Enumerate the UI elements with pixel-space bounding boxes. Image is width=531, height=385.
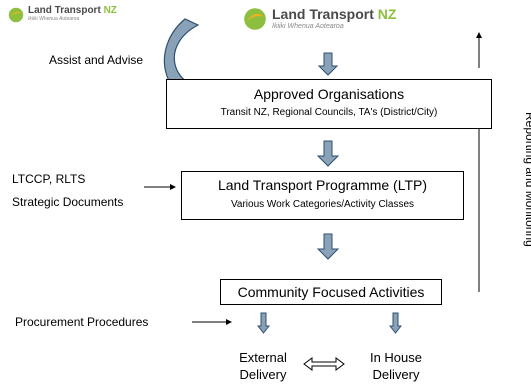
small-logo-tagline: Ikiiki Whenua Aotearoa [28,16,80,22]
approved-organisations-title: Approved Organisations [253,86,405,102]
strategic-documents-label: Strategic Documents [12,195,124,209]
inhouse-delivery-line1: In House [369,350,423,365]
delivery-double-arrow [303,357,345,371]
procurement-label: Procurement Procedures [15,315,149,329]
reporting-monitoring-label: Reporting and Monitoring [523,112,531,247]
external-delivery-line1: External [239,350,287,365]
community-activities-box: Community Focused Activities [220,279,442,305]
main-logo-brand: Land Transport [272,6,374,22]
ltp-box: Land Transport Programme (LTP) Various W… [181,171,464,220]
external-delivery-line2: Delivery [239,367,287,382]
community-activities-title: Community Focused Activities [237,284,425,300]
assist-label: Assist and Advise [49,53,144,67]
small-logo: Land Transport NZ Ikiiki Whenua Aotearoa [8,6,117,23]
down-arrow-logo-to-approved [317,52,339,76]
small-logo-brand: Land Transport [28,5,101,16]
ltp-title: Land Transport Programme (LTP) [217,177,428,193]
external-delivery-label: External Delivery [233,349,293,383]
down-arrow-ltp-to-community [316,233,340,260]
ltp-subtitle: Various Work Categories/Activity Classes [230,199,415,210]
approved-organisations-subtitle: Transit NZ, Regional Councils, TA's (Dis… [220,107,438,118]
inhouse-delivery-label: In House Delivery [365,349,427,383]
land-transport-logo-icon [244,8,266,30]
ltccp-label: LTCCP, RLTS [12,172,86,186]
main-logo: Land Transport NZ Ikiiki Whenua Aotearoa [243,7,396,31]
down-arrow-external [256,312,271,334]
main-logo-tagline: Ikiiki Whenua Aotearoa [272,23,344,30]
down-arrow-inhouse [388,312,403,334]
small-logo-suffix: NZ [103,5,117,16]
main-logo-suffix: NZ [377,6,397,22]
down-arrow-approved-to-ltp [316,140,340,167]
approved-organisations-box: Approved Organisations Transit NZ, Regio… [166,79,492,129]
inhouse-delivery-line2: Delivery [372,367,420,382]
land-transport-logo-icon [8,7,24,22]
